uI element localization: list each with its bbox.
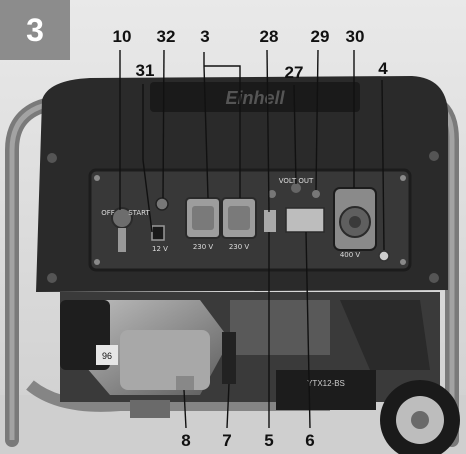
voltmeter-label: VOLT OUT [278, 177, 314, 185]
fuel-grade-label: 96 [102, 351, 112, 361]
socket-left-label: 230 V [192, 243, 214, 251]
switch-off-label: OFF [101, 209, 115, 217]
callout-leaders [119, 49, 385, 429]
callout-8: 8 [181, 431, 191, 450]
socket-cee-label: 400 V [339, 251, 361, 259]
callout-7: 7 [222, 431, 232, 450]
socket-mid-label: 230 V [228, 243, 250, 251]
callout-29: 29 [310, 27, 330, 46]
callout-30: 30 [345, 27, 365, 46]
dc-outlet-label: 12 V [152, 245, 168, 253]
callout-3: 3 [200, 27, 210, 46]
callout-5: 5 [264, 431, 274, 450]
battery-label: YTX12-BS [307, 379, 345, 388]
callout-32: 32 [156, 27, 176, 46]
figure-number-badge: 3 [0, 0, 70, 60]
callout-28: 28 [259, 27, 279, 46]
callout-31: 31 [135, 61, 155, 80]
callout-4: 4 [378, 59, 388, 78]
brand-logo: Einhell [225, 88, 285, 108]
callout-10: 10 [112, 27, 132, 46]
callout-6: 6 [305, 431, 315, 450]
switch-start-label: START [128, 209, 150, 217]
callout-27: 27 [284, 63, 304, 82]
